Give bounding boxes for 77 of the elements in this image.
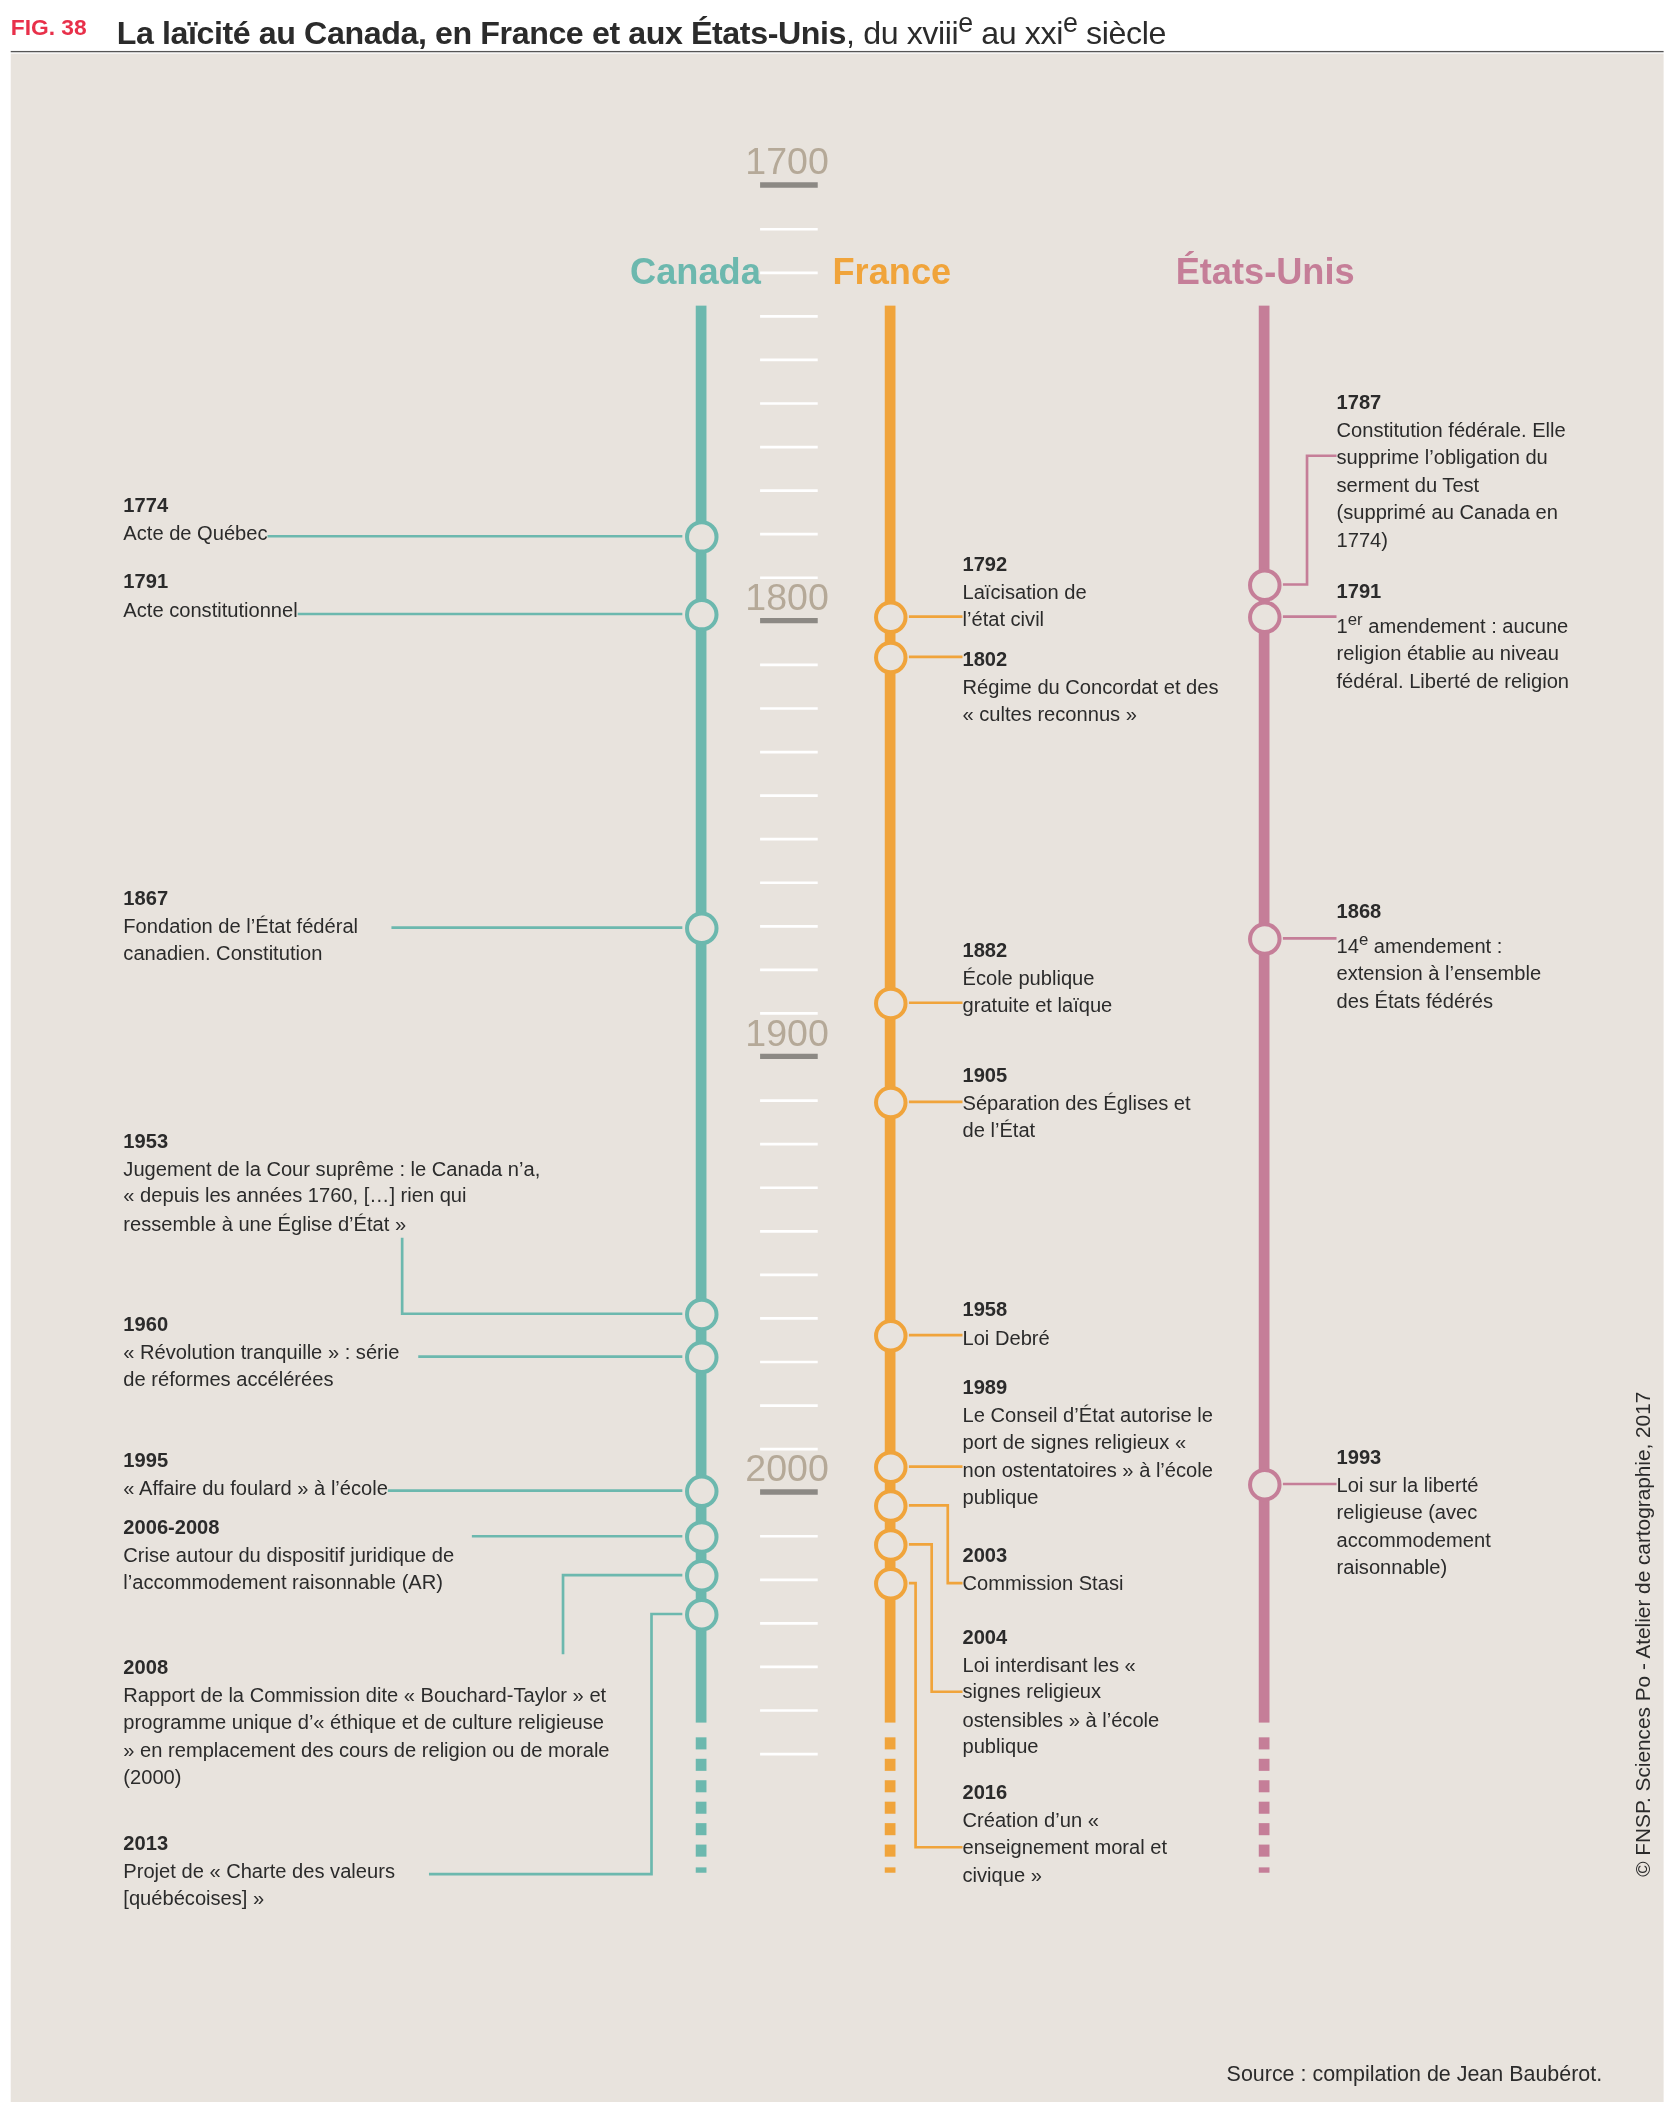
event-description: Fondation de l’État fédéral canadien. Constitution [123, 912, 360, 967]
year-label: 2016 [962, 1779, 1009, 1806]
year-label: 1995 [123, 1446, 170, 1473]
leader-line [908, 1333, 963, 1337]
leader-line [561, 1573, 683, 1655]
event-description: « Affaire du foulard » à l’école [123, 1474, 388, 1501]
scale-year-label: 1700 [745, 140, 829, 184]
year-label: 2006-2008 [123, 1513, 221, 1540]
leader-line [428, 1612, 683, 1876]
column-heading: États-Unis [1175, 252, 1355, 294]
year-label: 1989 [962, 1374, 1009, 1401]
leader-line [267, 534, 683, 538]
leader-line [418, 1355, 683, 1358]
event-description: Projet de « Charte des valeurs [québécoises] » [123, 1857, 396, 1912]
leader-line [1282, 454, 1337, 586]
column-heading: Canada [630, 252, 761, 294]
event-description: Acte constitutionnel [123, 596, 298, 623]
copyright-note: © FNSP. Sciences Po - Atelier de cartographie, 2017 [1631, 1391, 1656, 1877]
leader-line [908, 1100, 963, 1104]
leader-line [908, 1542, 963, 1694]
source-note: Source : compilation de Jean Baubérot. [1226, 2061, 1603, 2086]
year-label: 1791 [1336, 578, 1383, 604]
scale-year-label: 2000 [745, 1447, 829, 1491]
scale-year-label: 1900 [745, 1012, 829, 1055]
year-label: 1960 [123, 1311, 170, 1338]
event-description: Acte de Québec [123, 519, 268, 546]
column-heading: France [832, 252, 952, 294]
event-description: Le Conseil d’État autorise le port de signes religieux « non ostentatoires » à l’école publique [962, 1402, 1214, 1511]
event-description: « Révolution tranquille » : série de réformes accélérées [123, 1339, 401, 1393]
year-label: 1792 [962, 551, 1009, 578]
leader-line [908, 655, 963, 659]
event-description: Laïcisation de l’état civil [962, 578, 1088, 633]
event-description: Constitution fédérale. Elle supprime l’obligation du serment du Test (supprimé au Canada en 1774) [1336, 416, 1567, 553]
leader-line [908, 1504, 963, 1585]
event-description: École publique gratuite et laïque [962, 965, 1114, 1019]
leader-line [1282, 1482, 1337, 1486]
leader-line [1282, 615, 1337, 618]
leader-line [908, 1465, 963, 1468]
leader-line [400, 1237, 683, 1316]
event-description: 14$^{e}$ amendement : extension à l’ensemble des États fédérés [1336, 928, 1543, 1014]
figure-number: FIG. 38 [10, 14, 87, 42]
year-label: 1787 [1336, 389, 1383, 415]
event-description: Crise autour du dispositif juridique de l’accommodement raisonnable (AR) [123, 1541, 456, 1595]
year-label: 1905 [962, 1062, 1009, 1088]
event-description: Rapport de la Commission dite « Bouchard-Taylor » et programme unique d’« éthique et de culture religieuse » en remplacement des cours de religion ou de morale (2000) [123, 1682, 611, 1791]
event-description: Séparation des Églises et de l’État [962, 1089, 1192, 1144]
leader-line [908, 1001, 963, 1005]
year-label: 1953 [123, 1127, 170, 1154]
year-label: 1958 [962, 1296, 1009, 1323]
leader-line [908, 1581, 963, 1849]
year-label: 2008 [123, 1654, 170, 1681]
event-description: Loi interdisant les « signes religieux ostensibles » à l’école publique [962, 1651, 1161, 1760]
figure-title: La laïcité au Canada, en France et aux États-Unis, du xviii$^{e}$ au xxi$^{e}$ siècle [116, 8, 1166, 53]
leader-line [471, 1534, 683, 1538]
leader-line [297, 612, 683, 616]
year-label: 1774 [123, 492, 170, 519]
event-description: Loi Debré [962, 1324, 1050, 1351]
event-description: Jugement de la Cour suprême : le Canada n’a, « depuis les années 1760, […] rien qui ressemble à une Église d’État » [123, 1155, 542, 1237]
event-description: Loi sur la liberté religieuse (avec accommodement raisonnable) [1336, 1471, 1492, 1581]
event-description: Régime du Concordat et des « cultes reconnus » [962, 674, 1220, 728]
scale-year-label: 1800 [745, 576, 829, 620]
year-label: 2004 [962, 1623, 1009, 1650]
year-label: 1868 [1336, 898, 1383, 925]
leader-line [387, 1489, 683, 1492]
event-description: 1$^{er}$ amendement : aucune religion établie au niveau fédéral. Liberté de religion [1336, 608, 1571, 694]
event-description: Création d’un « enseignement moral et civique » [962, 1806, 1169, 1888]
leader-line [1282, 937, 1337, 940]
year-label: 1791 [123, 568, 170, 595]
year-label: 1867 [123, 885, 170, 911]
year-label: 1882 [962, 937, 1009, 964]
leader-line [391, 926, 683, 929]
leader-line [908, 615, 963, 618]
event-description: Commission Stasi [962, 1569, 1124, 1596]
year-label: 1802 [962, 646, 1009, 673]
year-label: 2003 [962, 1541, 1009, 1568]
year-label: 1993 [1336, 1444, 1383, 1470]
year-label: 2013 [123, 1830, 170, 1856]
